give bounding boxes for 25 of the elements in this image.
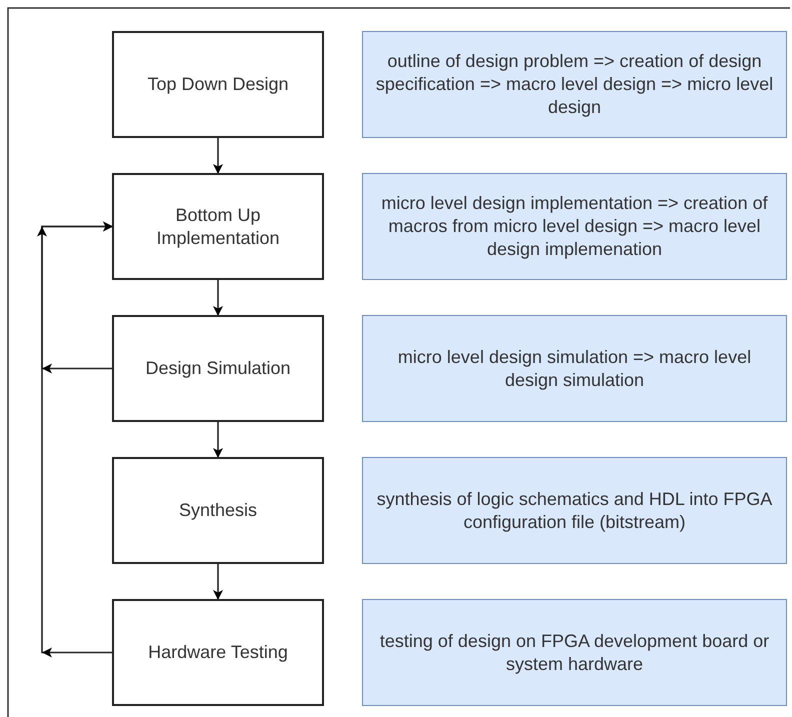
arrow: [213, 564, 223, 600]
arrow: [213, 422, 223, 458]
step-label: Top Down Design: [147, 73, 289, 96]
description-text: micro level design simulation => macro level design simulation: [396, 346, 752, 392]
description-box: [362, 315, 787, 422]
arrow: [213, 138, 223, 174]
process-box: [112, 457, 324, 564]
description-box: [362, 599, 787, 706]
description-box: [362, 457, 787, 564]
description-text: testing of design on FPGA development board or system hardware: [378, 630, 770, 676]
step-label: Hardware Testing: [148, 641, 288, 664]
process-box: [112, 599, 324, 706]
arrow: [41, 222, 113, 654]
step-label: Bottom Up Implementation: [155, 204, 281, 250]
process-box: [112, 173, 324, 280]
step-label: Design Simulation: [145, 357, 291, 380]
arrow: [213, 280, 223, 316]
process-box: [112, 31, 324, 138]
process-box: [112, 315, 324, 422]
description-text: synthesis of logic schematics and HDL into FPGA configuration file (bitstream): [376, 488, 774, 534]
description-text: micro level design implementation => creation of macros from micro level design => macro level design implemenation: [380, 192, 769, 261]
step-label: Synthesis: [178, 499, 258, 522]
description-box: [362, 173, 787, 280]
description-text: outline of design problem => creation of design specification => macro level design => micro level design: [374, 50, 774, 119]
description-box: [362, 31, 787, 138]
